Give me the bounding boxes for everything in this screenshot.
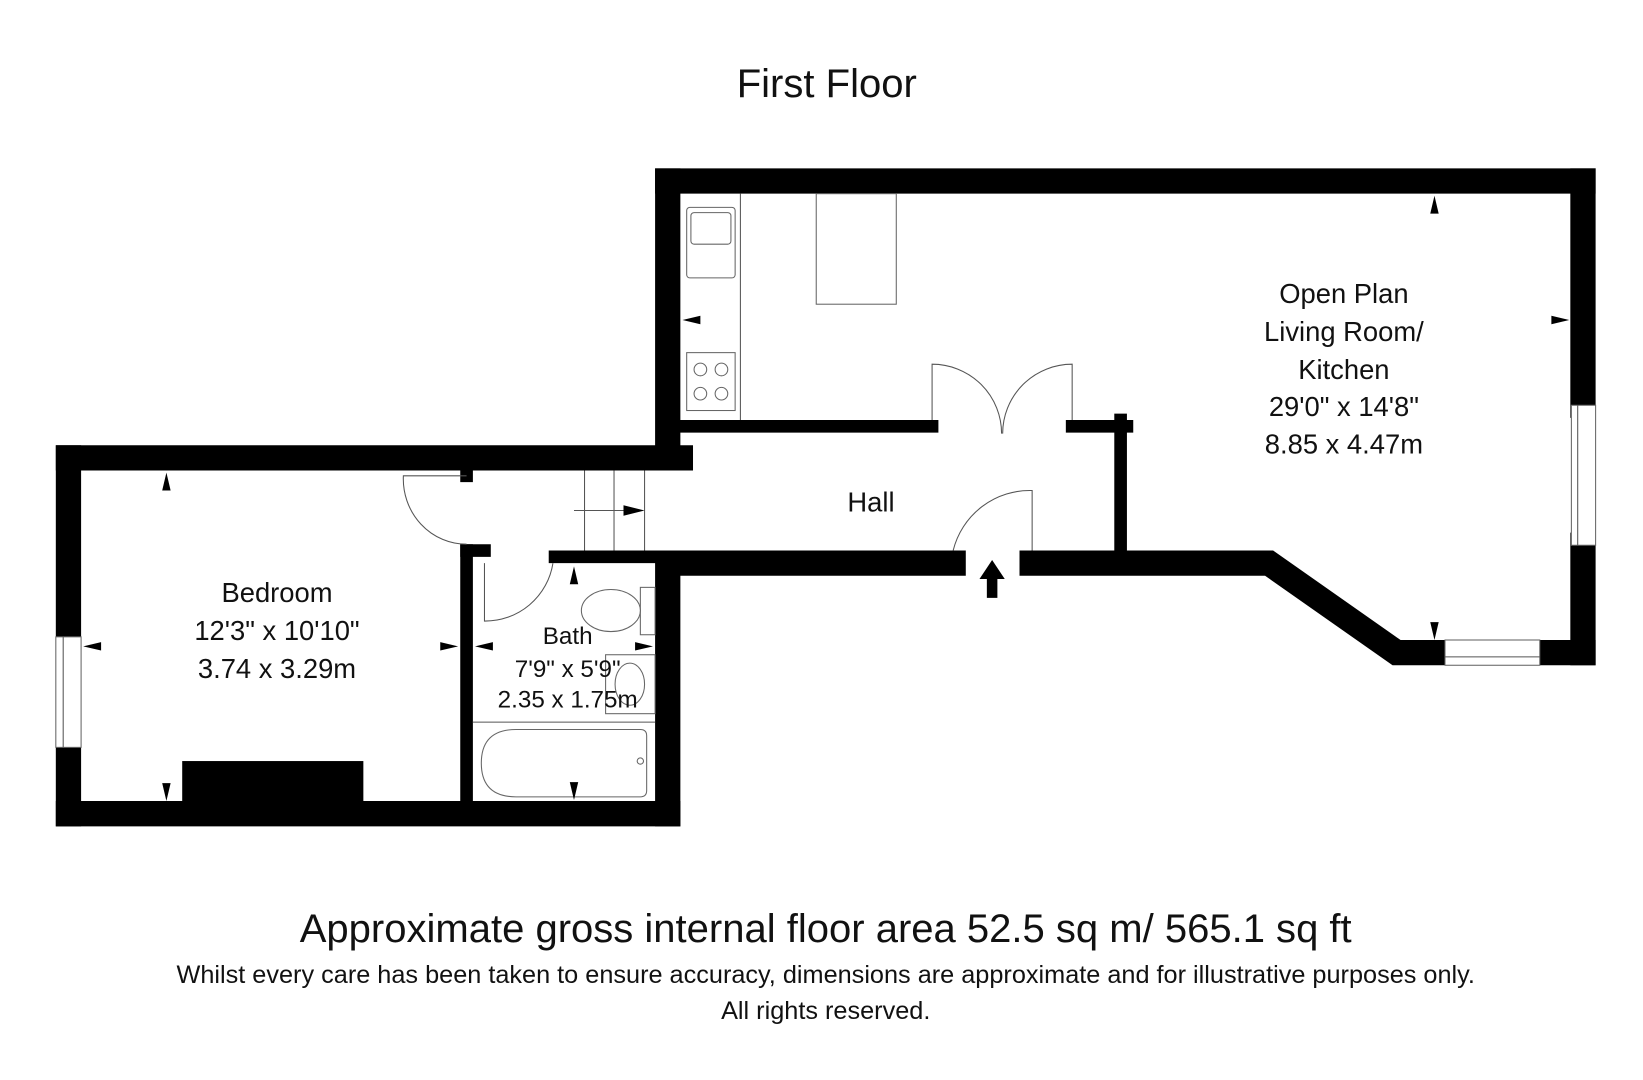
basin	[614, 662, 646, 706]
rights-reserved: All rights reserved.	[721, 997, 930, 1025]
window-bedroom	[55, 636, 82, 748]
hob	[686, 352, 736, 412]
stairs	[573, 470, 646, 551]
bedroom-label: Bedroom	[221, 577, 332, 608]
arrow-down-icon	[1430, 622, 1439, 640]
plan-title: First Floor	[737, 62, 917, 106]
bedroom-metric: 3.74 x 3.29m	[198, 653, 356, 684]
wall-bay-diagonal	[1019, 550, 1458, 666]
entrance-arrow-icon	[979, 560, 1005, 598]
bedroom-imperial: 12'3" x 10'10"	[194, 615, 359, 646]
bath-imperial: 7'9" x 5'9"	[515, 656, 621, 683]
bath-label: Bath	[543, 623, 593, 650]
door-living-left	[931, 363, 1003, 434]
kitchen-fixtures	[686, 193, 897, 420]
windows	[55, 404, 1597, 748]
walls	[55, 168, 1596, 827]
arrow-up-icon	[162, 472, 171, 491]
toilet-cistern	[639, 586, 656, 636]
window-living-right	[1570, 404, 1597, 546]
door-living-right	[1002, 363, 1073, 434]
arrow-up-icon	[1430, 195, 1439, 214]
living-label-3: Kitchen	[1298, 354, 1389, 385]
dimension-arrows	[83, 195, 1570, 802]
arrow-right-icon	[1551, 315, 1570, 325]
kitchen-island	[815, 193, 897, 305]
toilet	[580, 588, 641, 633]
arrow-up-icon	[569, 566, 579, 585]
door-entrance	[952, 489, 1033, 551]
doors	[402, 363, 1073, 622]
floor-area: Approximate gross internal floor area 52…	[300, 907, 1352, 951]
living-label-2: Living Room/	[1264, 316, 1424, 347]
living-metric: 8.85 x 4.47m	[1265, 429, 1423, 460]
arrow-left-icon	[682, 315, 701, 325]
bath-fixtures	[472, 586, 656, 798]
living-imperial: 29'0" x 14'8"	[1269, 391, 1419, 422]
arrow-right-icon	[440, 642, 459, 651]
arrow-down-icon	[162, 783, 171, 802]
hob-ring	[714, 386, 729, 401]
door-bedroom	[402, 475, 467, 545]
bath-metric: 2.35 x 1.75m	[498, 686, 638, 713]
arrow-left-icon	[83, 642, 102, 651]
wardrobe	[182, 761, 364, 804]
window-living-bottom	[1444, 639, 1541, 666]
disclaimer: Whilst every care has been taken to ensu…	[176, 961, 1474, 989]
bath-drain	[636, 757, 645, 765]
stair-arrow-icon	[623, 505, 645, 516]
hall-label: Hall	[847, 487, 894, 518]
sink-bowl	[690, 212, 732, 245]
arrow-down-icon	[569, 782, 579, 800]
living-label-1: Open Plan	[1279, 278, 1408, 309]
door-bath	[483, 563, 554, 622]
room-labels: Open Plan Living Room/ Kitchen 29'0" x 1…	[194, 278, 1424, 713]
hob-ring	[693, 362, 708, 377]
arrow-left-icon	[474, 642, 493, 651]
hob-ring	[693, 386, 708, 401]
hob-ring	[714, 362, 729, 377]
arrow-right-icon	[635, 642, 653, 651]
bathtub	[480, 728, 648, 798]
